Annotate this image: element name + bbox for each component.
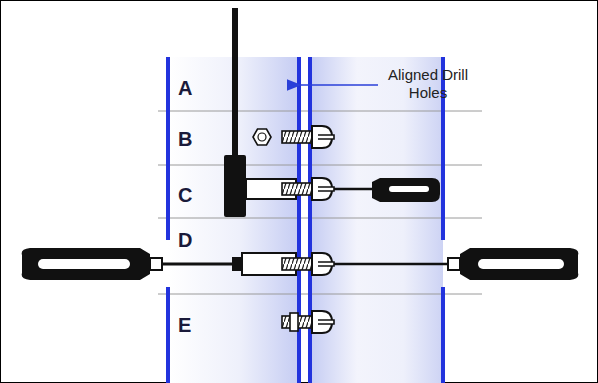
row-divider xyxy=(158,111,482,294)
step-letter: C xyxy=(178,184,192,206)
step-letter: B xyxy=(178,128,192,150)
board-edge xyxy=(168,57,443,383)
callout-label: Aligned Drill Holes xyxy=(380,66,476,102)
screwdriver xyxy=(334,178,440,202)
nut-symbol xyxy=(253,129,271,145)
step-letter: E xyxy=(178,314,191,336)
hex-key xyxy=(224,8,246,217)
nut-symbol xyxy=(290,313,298,331)
leader-arrow xyxy=(300,84,378,86)
screwdriver xyxy=(334,248,578,280)
step-letter: D xyxy=(178,229,192,251)
screwdriver xyxy=(22,248,242,280)
step-letter: A xyxy=(178,77,192,99)
board xyxy=(311,57,443,383)
